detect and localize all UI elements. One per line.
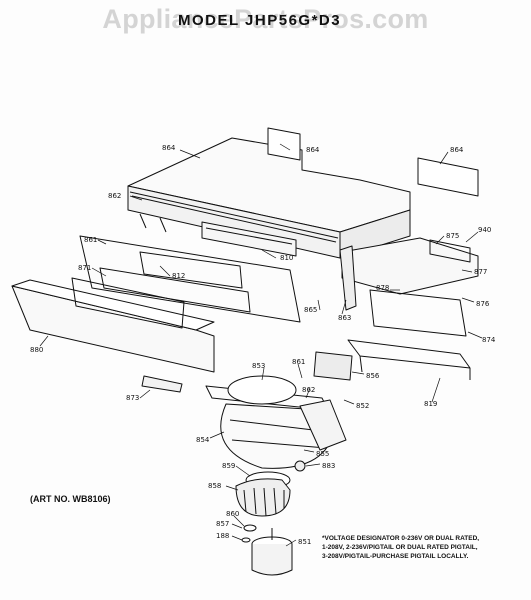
side-rail [339,245,357,311]
filter [313,351,353,381]
voltage-note-line-3: 3-208V/PIGTAIL-PURCHASE PIGTAIL LOCALLY. [322,553,469,560]
voltage-note-line-2: 1-208V, 2-236V/PIGTAIL OR DUAL RATED PIG… [322,544,478,551]
knob [294,460,306,472]
label-862-lower: 862 [302,386,315,394]
grille [201,221,297,257]
top-cover-plate [267,127,301,161]
label-188: 188 [216,532,229,540]
label-864-middle: 864 [306,146,320,154]
label-863: 863 [338,314,351,322]
front-panel [79,235,301,323]
label-857: 857 [216,520,229,528]
label-812: 812 [172,272,185,280]
label-864-left: 864 [162,144,176,152]
label-875: 875 [446,232,459,240]
label-877: 877 [474,268,487,276]
label-873: 873 [126,394,139,402]
control-panel [11,277,215,373]
label-865: 865 [304,306,317,314]
blower-wheel [235,471,291,517]
voltage-note-line-1: *VOLTAGE DESIGNATOR 0-236V OR DUAL RATED… [322,535,480,542]
part-labels: 864 864 864 862 861 871 812 810 875 940 … [30,144,496,546]
label-819: 819 [424,400,437,408]
label-859: 859 [222,462,235,470]
label-861: 861 [84,236,97,244]
label-852: 852 [356,402,369,410]
label-880: 880 [30,346,43,354]
label-940: 940 [478,226,491,234]
label-862: 862 [108,192,121,200]
rear-cover-plate [417,157,479,197]
label-861-lower: 861 [292,358,305,366]
voltage-note: *VOLTAGE DESIGNATOR 0-236V OR DUAL RATED… [322,534,522,561]
label-871: 871 [78,264,91,272]
switch-bracket [141,375,183,393]
label-855: 855 [316,450,329,458]
art-number: (ART NO. WB8106) [30,494,111,504]
label-864-right: 864 [450,146,464,154]
label-856: 856 [366,372,380,380]
label-860: 860 [226,510,239,518]
label-851: 851 [298,538,311,546]
label-810: 810 [280,254,293,262]
label-858: 858 [208,482,221,490]
label-883: 883 [322,462,335,470]
label-878: 878 [376,284,389,292]
blower-housing-assembly [341,237,479,337]
label-876: 876 [476,300,490,308]
washer [241,537,251,543]
mounting-bracket [347,339,471,369]
watermark: AppliancePartsPros.com [102,4,429,34]
label-874: 874 [482,336,496,344]
clip [243,524,257,532]
motor [251,528,293,576]
scroll-plate [299,399,347,451]
fan-housing [205,375,335,469]
label-853: 853 [252,362,265,370]
model-title: MODEL JHP56G*D3 [178,12,342,29]
label-854: 854 [196,436,210,444]
